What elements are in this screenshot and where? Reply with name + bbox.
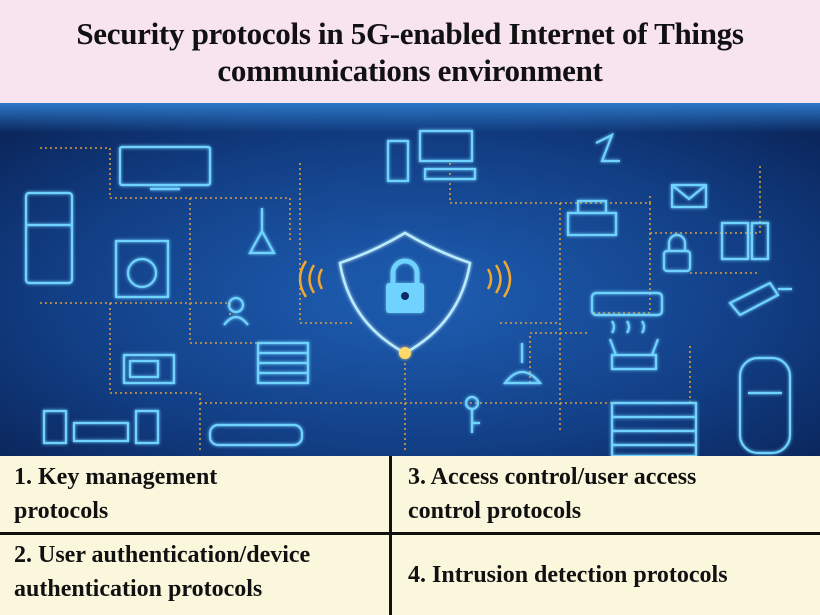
protocol-3-line-1: 3. Access control/user access <box>408 464 697 490</box>
speaker-icon <box>42 409 160 445</box>
row-divider <box>0 532 820 535</box>
iot-network-illustration <box>0 103 820 456</box>
protocol-2-line-2: authentication protocols <box>14 576 263 602</box>
lamp-icon <box>248 208 276 255</box>
air-conditioner-icon <box>590 291 664 334</box>
desk-lamp-icon <box>595 132 620 163</box>
title-line-1: Security protocols in 5G-enabled Interne… <box>76 15 744 51</box>
security-camera-icon <box>728 281 792 317</box>
protocol-4-line-1: 4. Intrusion detection protocols <box>408 562 728 588</box>
washing-machine-icon <box>114 239 170 299</box>
ceiling-lamp-icon <box>502 343 543 385</box>
microwave-icon <box>122 353 176 385</box>
column-divider <box>389 456 392 615</box>
user-icon <box>223 296 249 326</box>
key-icon <box>464 395 480 433</box>
title-banner: Security protocols in 5G-enabled Interne… <box>0 0 820 103</box>
wireless-signal-icon <box>298 260 512 298</box>
tv-icon <box>118 145 212 191</box>
protocol-cell-2: 2. User authentication/device authentica… <box>14 538 310 606</box>
printer-icon <box>566 199 618 237</box>
blinds-icon <box>256 341 310 385</box>
shield-lock-icon <box>338 231 472 359</box>
title-line-2: communications environment <box>217 52 603 88</box>
protocol-cell-4: 4. Intrusion detection protocols <box>408 558 728 592</box>
thermostat-icon <box>720 221 770 261</box>
car-icon <box>738 356 792 455</box>
protocols-table: 1. Key management protocols 2. User auth… <box>0 456 820 615</box>
robot-vacuum-icon <box>208 423 304 447</box>
protocol-2-line-1: 2. User authentication/device <box>14 542 311 568</box>
lock-icon <box>662 233 692 273</box>
router-icon <box>608 338 660 371</box>
desktop-computer-icon <box>386 129 477 183</box>
refrigerator-icon <box>24 191 74 285</box>
garage-door-icon <box>610 401 698 456</box>
protocol-1-line-2: protocols <box>14 498 109 524</box>
protocol-cell-3: 3. Access control/user access control pr… <box>408 460 696 528</box>
protocol-3-line-2: control protocols <box>408 498 582 524</box>
protocol-cell-1: 1. Key management protocols <box>14 460 217 528</box>
network-links <box>40 147 761 453</box>
protocol-1-line-1: 1. Key management <box>14 464 218 490</box>
mail-icon <box>670 183 708 209</box>
